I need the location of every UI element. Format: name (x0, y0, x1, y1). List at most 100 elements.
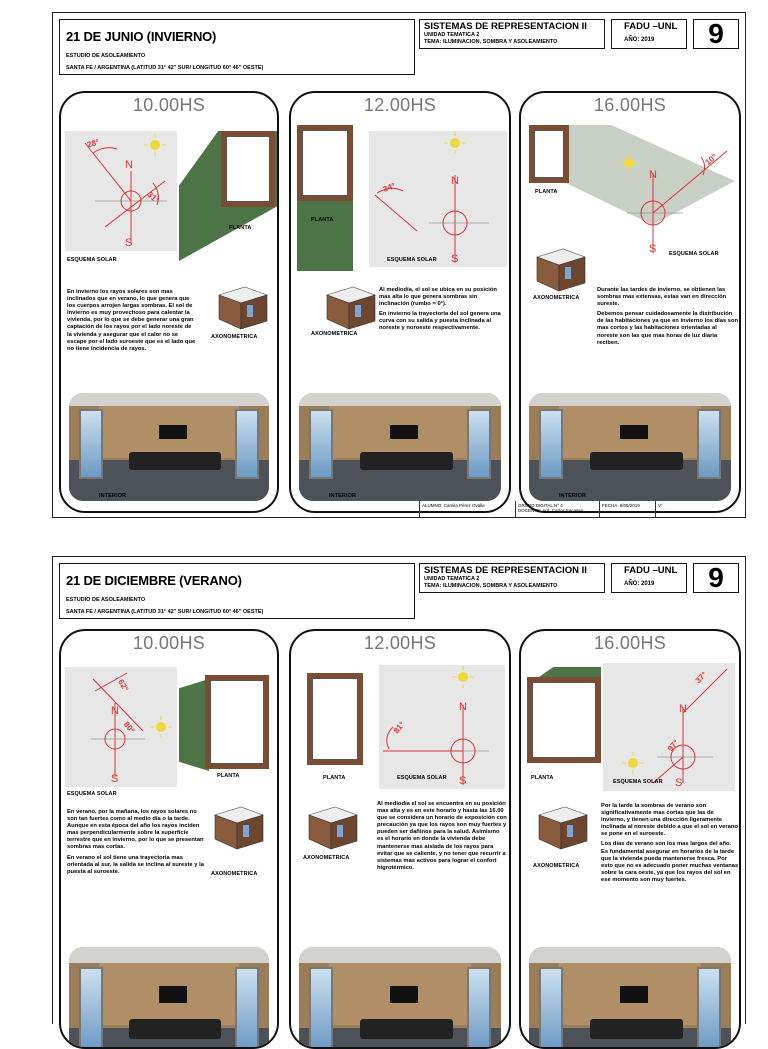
description-text: Los días de verano son los mas largos de… (601, 841, 739, 883)
label-esquema-solar: ESQUEMA SOLAR (387, 257, 437, 263)
label-axonometrica: AXONOMETRICA (533, 295, 580, 301)
axonometric-drawing (207, 801, 267, 853)
panel-time: 10.00HS (132, 95, 206, 115)
description-text: En verano, por la mañana, los rayos sola… (67, 809, 204, 851)
sheet-title: 21 DE JUNIO (INVIERNO) (66, 29, 217, 44)
footer-alumno: ALUMNO: Camila Pérez Ovalle (419, 501, 515, 517)
label-interior: INTERIOR (559, 493, 587, 499)
north-label: N (679, 703, 688, 715)
description: En invierno los rayos solares son mas in… (67, 289, 197, 356)
panel-16hs: 16.00HS PLANTA 37° 97° N S ESQUEMA SOLAR (519, 629, 741, 1049)
axonometric-drawing (211, 281, 271, 333)
north-label: N (111, 705, 120, 717)
sheet-subtitle: ESTUDIO DE ASOLEAMIENTO (66, 597, 146, 603)
panel-time: 16.00HS (593, 633, 667, 653)
panel-time: 10.00HS (132, 633, 206, 653)
footer-grupo-text: GRUPO DIGITAL N° 4 (518, 503, 563, 508)
north-label: N (125, 159, 134, 171)
label-axonometrica: AXONOMETRICA (533, 863, 580, 869)
axonometric-drawing (531, 801, 591, 853)
solar-compass: 37° 97° N S ESQUEMA SOLAR (603, 663, 735, 791)
title-block: 21 DE DICIEMBRE (VERANO) ESTUDIO DE ASOL… (59, 563, 415, 619)
south-label: S (675, 777, 683, 789)
sheet-location: SANTA FE / ARGENTINA (LATITUD 31° 42'' S… (66, 65, 264, 71)
course-block: SISTEMAS DE REPRESENTACION II UNIDAD TEM… (419, 563, 605, 593)
label-esquema-solar: ESQUEMA SOLAR (397, 775, 447, 781)
faculty-block: FADU –UNL AÑO: 2019 (611, 19, 687, 49)
south-label: S (459, 775, 467, 787)
panel-10hs: 10.00HS 62° 80° N S ESQUEMA SOLAR PLANTA… (59, 629, 279, 1049)
description: En verano, por la mañana, los rayos sola… (67, 809, 207, 879)
interior-render: INTERIOR (69, 393, 269, 501)
label-axonometrica: AXONOMETRICA (303, 855, 350, 861)
interior-render (299, 947, 501, 1047)
south-label: S (125, 237, 133, 249)
sheet-title: 21 DE DICIEMBRE (VERANO) (66, 573, 242, 588)
label-planta: PLANTA (217, 773, 240, 779)
label-esquema-solar: ESQUEMA SOLAR (613, 779, 663, 785)
faculty-block: FADU –UNL AÑO: 2019 (611, 563, 687, 593)
label-planta: PLANTA (323, 775, 346, 781)
panel-time: 12.00HS (363, 95, 437, 115)
solar-compass: 28° 31° N S (65, 131, 177, 251)
description-text: En invierno los rayos solares son mas in… (67, 289, 196, 352)
label-axonometrica: AXONOMETRICA (211, 871, 258, 877)
label-interior: INTERIOR (99, 493, 127, 499)
interior-render: INTERIOR (529, 393, 731, 501)
interior-render (69, 947, 269, 1047)
sheet-subtitle: ESTUDIO DE ASOLEAMIENTO (66, 53, 146, 59)
panel-time: 16.00HS (593, 95, 667, 115)
axonometric-drawing (529, 243, 589, 295)
course-block: SISTEMAS DE REPRESENTACION II UNIDAD TEM… (419, 19, 605, 49)
label-axonometrica: AXONOMETRICA (211, 334, 258, 340)
faculty-name: FADU –UNL (624, 21, 678, 32)
solar-compass: 62° 80° N S (65, 667, 177, 787)
description-text: En verano el sol tiene una trayectoria m… (67, 854, 204, 875)
footer-v: V° (655, 501, 685, 517)
description-text: Al mediodía el sol se encuentra en su po… (377, 801, 507, 871)
plan-drawing (307, 673, 363, 765)
description: Por la tarde la sombras de verano son si… (601, 803, 739, 887)
sheet-summer: 21 DE DICIEMBRE (VERANO) ESTUDIO DE ASOL… (52, 556, 746, 1049)
interior-render: INTERIOR (299, 393, 501, 501)
footer-grupo: GRUPO DIGITAL N° 4 DOCENTE: Arq. Carlos … (515, 501, 599, 517)
interior-render (529, 947, 731, 1047)
plan-drawing (529, 125, 735, 225)
footer-info: ALUMNO: Camila Pérez Ovalle GRUPO DIGITA… (419, 501, 747, 517)
solar-compass: 10° N S ESQUEMA SOLAR (591, 127, 735, 263)
course-unit: UNIDAD TEMATICA 2 (424, 32, 480, 38)
south-label: S (111, 773, 119, 785)
description: Al mediodía, el sol se ubica en su posic… (379, 287, 505, 336)
description-text: Durante las tardes de invierno, se obtie… (597, 287, 727, 308)
label-esquema-solar: ESQUEMA SOLAR (67, 257, 117, 263)
course-unit: UNIDAD TEMATICA 2 (424, 576, 480, 582)
panel-time: 12.00HS (363, 633, 437, 653)
panel-12hs: 12.00HS PLANTA 81° N S ESQUEMA SOLAR AXO… (289, 629, 511, 1049)
plan-drawing (527, 667, 607, 767)
course-name: SISTEMAS DE REPRESENTACION II (424, 565, 587, 576)
north-label: N (451, 175, 460, 187)
solar-compass: 81° N S ESQUEMA SOLAR (379, 665, 505, 789)
label-planta: PLANTA (535, 189, 558, 195)
south-label: S (451, 253, 459, 265)
label-planta: PLANTA (229, 225, 252, 231)
label-planta: PLANTA (311, 217, 334, 223)
faculty-year: AÑO: 2019 (624, 581, 655, 587)
description-text: Al mediodía, el sol se ubica en su posic… (379, 287, 497, 308)
solar-compass: 34° N S ESQUEMA SOLAR (369, 131, 507, 267)
panel-10hs: 10.00HS 28° 31° N S ESQUEMA SOLAR (59, 91, 279, 513)
plan-drawing (297, 125, 355, 271)
label-axonometrica: AXONOMETRICA (311, 331, 358, 337)
description-text: Debemos pensar cuidadosamente la distrib… (597, 311, 739, 346)
sheet-number: 9 (693, 563, 739, 593)
description-text: Por la tarde la sombras de verano son si… (601, 803, 738, 838)
sheet-number: 9 (693, 19, 739, 49)
panel-12hs: 12.00HS PLANTA 34° N S ESQUEMA SOLAR AXO (289, 91, 511, 513)
south-label: S (649, 243, 657, 255)
label-esquema-solar: ESQUEMA SOLAR (669, 251, 719, 257)
course-name: SISTEMAS DE REPRESENTACION II (424, 21, 587, 32)
description: Al mediodía el sol se encuentra en su po… (377, 801, 507, 875)
footer-fecha: FECHA: 8/05/2019 (599, 501, 655, 517)
description: Durante las tardes de invierno, se obtie… (597, 287, 739, 350)
north-label: N (459, 701, 468, 713)
